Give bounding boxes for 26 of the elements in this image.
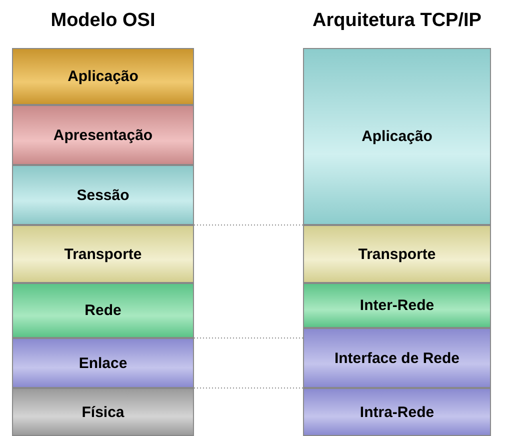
layer-box	[12, 225, 194, 283]
layer-box	[12, 283, 194, 338]
layer-box	[12, 165, 194, 225]
layer-label: Aplicação	[362, 128, 432, 145]
layer-box	[12, 388, 194, 436]
layer-label: Inter-Rede	[360, 297, 434, 314]
layer-box	[303, 283, 491, 328]
layer-label: Sessão	[76, 186, 130, 204]
layer-label: Enlace	[78, 354, 128, 372]
layer-label: Aplicação	[68, 68, 138, 85]
layer-box	[303, 388, 491, 436]
column-heading: Arquitetura TCP/IP	[312, 10, 482, 31]
layer-box	[12, 105, 194, 165]
layer-label: Transporte	[358, 246, 436, 262]
layer-box	[12, 48, 194, 105]
layer-label: Interface de Rede	[334, 350, 460, 366]
layer-label: Física	[82, 404, 124, 420]
column-heading: Modelo OSI	[50, 10, 156, 31]
layer-label: Apresentação	[53, 126, 153, 144]
layer-label: Transporte	[64, 246, 142, 262]
layer-box	[303, 328, 491, 388]
layer-box	[12, 338, 194, 388]
layer-box	[303, 48, 491, 225]
layer-label: Rede	[84, 302, 122, 319]
layer-label: Intra-Rede	[360, 404, 434, 420]
layer-box	[303, 225, 491, 283]
